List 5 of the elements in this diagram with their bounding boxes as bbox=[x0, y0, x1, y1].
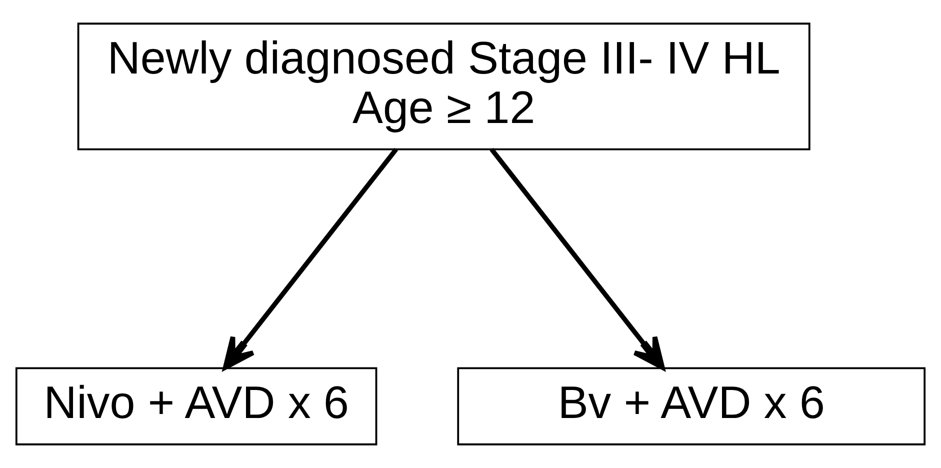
node-box: Newly diagnosed Stage III- IV HL Age ≥ 12 bbox=[77, 22, 810, 150]
arrow bbox=[222, 148, 398, 370]
node-box: Bv + AVD x 6 bbox=[457, 367, 926, 446]
arrow bbox=[490, 148, 665, 370]
node-box: Nivo + AVD x 6 bbox=[15, 367, 378, 446]
